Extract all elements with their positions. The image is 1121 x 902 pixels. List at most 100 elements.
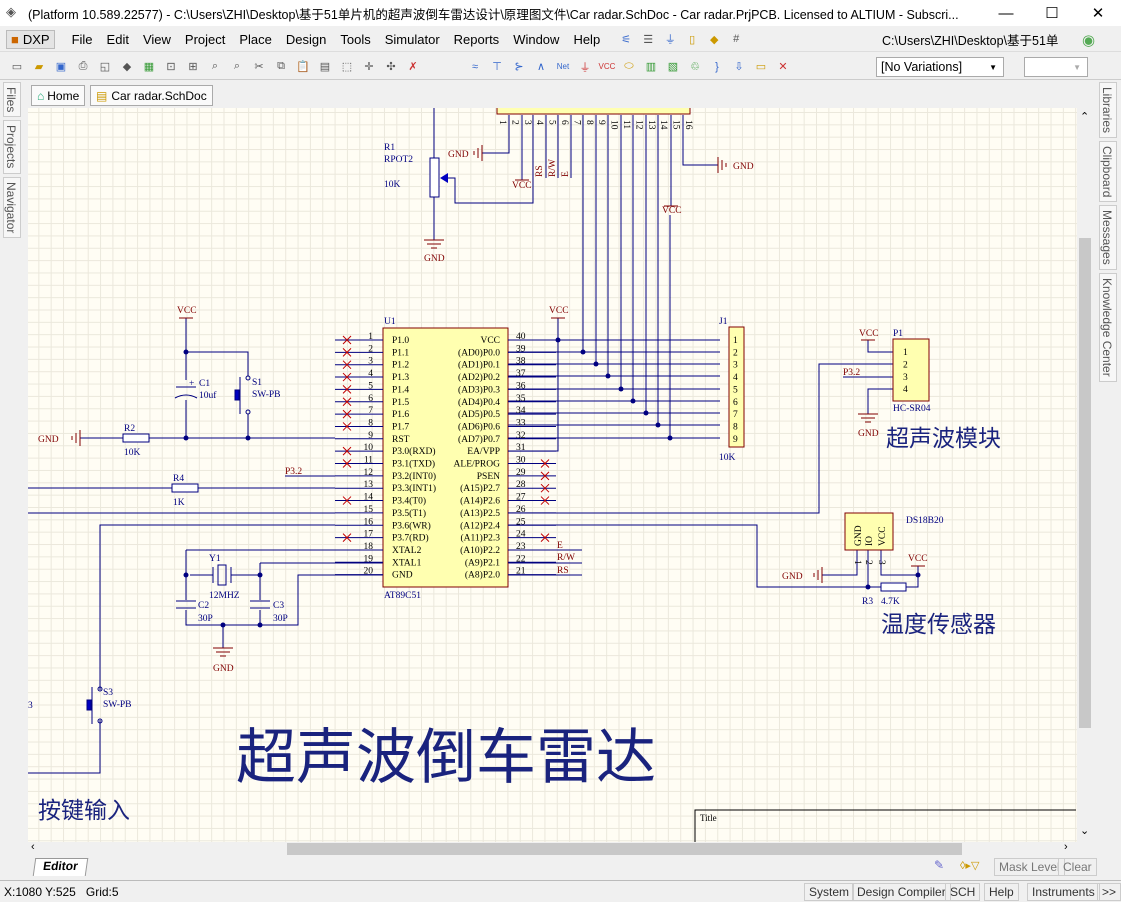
secondary-dropdown[interactable]: ▼ bbox=[1024, 57, 1088, 77]
menu-reports[interactable]: Reports bbox=[453, 31, 500, 47]
clear-button[interactable]: Clear bbox=[1058, 858, 1097, 876]
place-wire-icon[interactable]: ≈ bbox=[471, 60, 479, 73]
bus-entry-icon[interactable]: ⊱ bbox=[514, 61, 524, 73]
menu-help[interactable]: Help bbox=[573, 31, 601, 47]
wire-tool-icon[interactable]: ⚟ bbox=[621, 33, 632, 46]
pin-number: 3 bbox=[876, 560, 886, 565]
device-icon[interactable]: ▦ bbox=[143, 61, 155, 73]
sheet-entry-icon[interactable]: ▧ bbox=[667, 61, 679, 73]
pin-name: XTAL1 bbox=[392, 558, 422, 568]
panel-tab-files[interactable]: Files bbox=[3, 82, 21, 118]
vertical-scrollbar[interactable]: ⌃ ⌄ bbox=[1077, 110, 1093, 842]
grid-tool-icon[interactable]: # bbox=[733, 33, 740, 45]
menu-file[interactable]: File bbox=[71, 31, 93, 47]
pen-icon[interactable]: ✎ bbox=[934, 858, 945, 872]
filter-icon[interactable]: ◊▸▽ bbox=[960, 860, 980, 872]
back-icon[interactable]: ◉ bbox=[1082, 32, 1096, 49]
scroll-up-icon[interactable]: ⌃ bbox=[1080, 111, 1090, 123]
horizontal-scrollbar[interactable]: ‹ › bbox=[28, 841, 1077, 856]
menu-window[interactable]: Window bbox=[513, 31, 560, 47]
dxp-menu[interactable]: ■DXP bbox=[6, 29, 55, 49]
zoom-fit-icon[interactable]: ⊡ bbox=[166, 61, 176, 73]
tab-car-radar-schdoc[interactable]: ▤Car radar.SchDoc bbox=[90, 85, 213, 106]
ground-tool-icon[interactable]: ⏚ bbox=[664, 34, 676, 46]
pin-name: GND bbox=[392, 571, 413, 581]
path-dropdown[interactable]: C:\Users\ZHI\Desktop\基于51单 bbox=[882, 33, 1059, 48]
menu-view[interactable]: View bbox=[142, 31, 171, 47]
horizontal-scroll-thumb[interactable] bbox=[287, 843, 962, 855]
move-icon[interactable]: ✛ bbox=[364, 61, 374, 73]
paste-icon[interactable]: 📋 bbox=[296, 61, 310, 73]
menu-tools[interactable]: Tools bbox=[340, 31, 371, 47]
net-label-icon[interactable]: Net bbox=[556, 62, 570, 71]
sheet-symbol-icon[interactable]: ▥ bbox=[645, 61, 657, 73]
panel-tab-knowledge-center[interactable]: Knowledge Center bbox=[1099, 273, 1117, 382]
vertical-scroll-thumb[interactable] bbox=[1079, 238, 1091, 728]
place-part-icon[interactable]: ⬭ bbox=[624, 60, 634, 72]
port-tool-icon[interactable]: ◆ bbox=[709, 33, 719, 46]
vcc-port-icon[interactable]: VCC bbox=[598, 62, 616, 71]
minimize-button[interactable]: — bbox=[998, 4, 1014, 22]
scroll-left-icon[interactable]: ‹ bbox=[31, 841, 35, 853]
zoom-select-icon[interactable]: ⌕ bbox=[211, 60, 219, 72]
r1-potentiometer bbox=[429, 157, 440, 198]
deselect-icon[interactable]: ✣ bbox=[386, 61, 396, 73]
schematic-canvas[interactable] bbox=[28, 108, 1077, 842]
right-panel-tabs: Libraries Clipboard Messages Knowledge C… bbox=[1099, 82, 1121, 385]
status-help-button[interactable]: Help bbox=[984, 883, 1019, 901]
status-instruments-button[interactable]: Instruments bbox=[1027, 883, 1100, 901]
print-preview-icon[interactable]: ◱ bbox=[99, 61, 111, 73]
no-erc-icon[interactable]: ✕ bbox=[778, 61, 788, 73]
pin-number: 12 bbox=[364, 468, 374, 478]
print-icon[interactable]: ⎙ bbox=[78, 60, 88, 72]
cut-icon[interactable]: ✂ bbox=[254, 61, 264, 73]
new-icon[interactable]: ▭ bbox=[11, 61, 23, 73]
tab-editor[interactable]: Editor bbox=[32, 858, 88, 876]
panel-tab-libraries[interactable]: Libraries bbox=[1099, 82, 1117, 139]
panel-tab-messages[interactable]: Messages bbox=[1099, 205, 1117, 271]
scroll-down-icon[interactable]: ⌄ bbox=[1080, 825, 1090, 837]
clear-filter-icon[interactable]: ✗ bbox=[408, 61, 418, 73]
harness-icon[interactable]: } bbox=[715, 60, 719, 73]
harness-entry-icon[interactable]: ⇩ bbox=[734, 61, 744, 73]
status-sch-button[interactable]: SCH bbox=[945, 883, 981, 901]
place-bus-icon[interactable]: ⊤ bbox=[492, 61, 502, 73]
open-icon[interactable]: ▰ bbox=[34, 61, 44, 73]
menu-project[interactable]: Project bbox=[184, 31, 226, 47]
scroll-right-icon[interactable]: › bbox=[1064, 841, 1068, 853]
status-more-button[interactable]: >> bbox=[1097, 883, 1121, 901]
panel-tab-projects[interactable]: Projects bbox=[3, 120, 21, 174]
window-title: (Platform 10.589.22577) - C:\Users\ZHI\D… bbox=[28, 7, 959, 22]
layers-icon[interactable]: ◆ bbox=[122, 61, 132, 73]
cursor-coordinates: X:1080 Y:525 bbox=[4, 884, 76, 899]
panel-tab-navigator[interactable]: Navigator bbox=[3, 176, 21, 239]
zoom-dropdown-icon[interactable]: ⌕ bbox=[233, 60, 241, 72]
gnd-port-icon[interactable]: ⏚ bbox=[579, 61, 591, 74]
variations-dropdown[interactable]: [No Variations]▼ bbox=[876, 57, 1004, 77]
port-icon[interactable]: ▭ bbox=[755, 61, 767, 73]
copy-icon[interactable]: ⧉ bbox=[277, 60, 285, 72]
signal-harness-icon[interactable]: ∧ bbox=[536, 61, 546, 73]
y1-ref: Y1 bbox=[209, 554, 221, 564]
pin-name: (AD3)P0.3 bbox=[458, 384, 500, 395]
part-tool-icon[interactable]: ▯ bbox=[689, 33, 696, 46]
zoom-area-icon[interactable]: ⊞ bbox=[188, 61, 198, 73]
menu-edit[interactable]: Edit bbox=[106, 31, 129, 47]
tab-home[interactable]: ⌂Home bbox=[31, 85, 86, 106]
mask-level-button[interactable]: Mask Level bbox=[994, 858, 1065, 876]
net-label-e: E bbox=[557, 541, 563, 551]
menu-place[interactable]: Place bbox=[239, 31, 272, 47]
save-icon[interactable]: ▣ bbox=[55, 61, 67, 73]
rubber-stamp-icon[interactable]: ▤ bbox=[319, 61, 331, 73]
maximize-button[interactable]: ☐ bbox=[1045, 5, 1059, 22]
bus-tool-icon[interactable]: ☰ bbox=[643, 33, 654, 46]
close-button[interactable]: ✕ bbox=[1091, 5, 1105, 22]
vcc-label: VCC bbox=[859, 329, 879, 339]
menu-design[interactable]: Design bbox=[285, 31, 327, 47]
device-sheet-icon[interactable]: ♲ bbox=[690, 61, 700, 73]
menu-simulator[interactable]: Simulator bbox=[384, 31, 440, 47]
panel-tab-clipboard[interactable]: Clipboard bbox=[1099, 141, 1117, 203]
status-system-button[interactable]: System bbox=[804, 883, 855, 901]
status-design-compiler-button[interactable]: Design Compiler bbox=[852, 883, 951, 901]
select-area-icon[interactable]: ⬚ bbox=[341, 61, 353, 73]
